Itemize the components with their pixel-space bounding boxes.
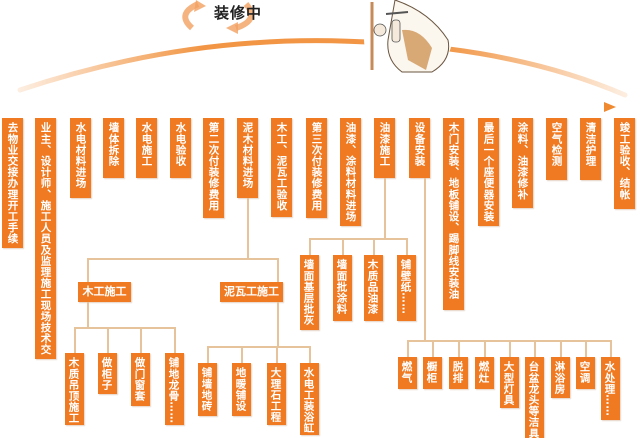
masonry-group: 泥瓦工施工 bbox=[220, 282, 283, 302]
carpentry-item: 铺地龙骨…… bbox=[164, 353, 184, 425]
equipment-item: 燃气 bbox=[397, 357, 417, 389]
header-graphics bbox=[10, 0, 628, 112]
process-step: 空气检测 bbox=[545, 118, 567, 180]
process-step: 木工、泥瓦工验收 bbox=[270, 118, 292, 217]
connector-line bbox=[458, 340, 460, 357]
connector-line bbox=[309, 238, 311, 255]
connector-line bbox=[560, 340, 562, 357]
equipment-item: 台盆龙头等洁具 bbox=[524, 357, 544, 438]
connector-line bbox=[406, 238, 408, 255]
connector-line bbox=[241, 346, 243, 363]
process-step: 清洁护理 bbox=[579, 118, 601, 180]
connector-line bbox=[432, 340, 434, 357]
cycle-arrows-icon bbox=[182, 0, 255, 34]
masonry-item: 地暖铺设 bbox=[231, 363, 251, 416]
connector-line bbox=[509, 340, 511, 357]
process-step: 设备安装 bbox=[408, 118, 430, 178]
connector-line bbox=[87, 302, 89, 327]
connector-line bbox=[87, 258, 89, 282]
masonry-item: 大理石工程 bbox=[266, 363, 286, 425]
process-step: 涂料、油漆修补 bbox=[511, 118, 533, 208]
connector-line bbox=[174, 327, 176, 353]
carpentry-group: 木工施工 bbox=[78, 282, 131, 302]
process-step: 木门安装、地板铺设、踢脚线安装油漆 bbox=[442, 118, 464, 310]
connector-line bbox=[342, 238, 344, 255]
process-step: 油漆施工 bbox=[373, 118, 395, 178]
equipment-item: 水处理…… bbox=[600, 357, 620, 420]
connector-line bbox=[484, 340, 486, 357]
connector-line bbox=[277, 302, 279, 346]
process-step: 第二次付装修费用 bbox=[202, 118, 224, 218]
diagram-title: 装修中 bbox=[214, 4, 263, 22]
process-step: 业主、设计师、施工人员及监理施工现场技术交底 bbox=[34, 118, 56, 359]
painting-item: 铺壁纸…… bbox=[396, 255, 416, 321]
process-step: 水电材料进场 bbox=[69, 118, 91, 198]
process-step: 墙体拆除 bbox=[102, 118, 124, 178]
painting-item: 木质品油漆 bbox=[363, 255, 383, 321]
painting-item: 墙面基层批灰 bbox=[299, 255, 319, 330]
connector-line bbox=[74, 327, 76, 353]
process-step: 泥木材料进场 bbox=[236, 118, 258, 198]
worker-with-hammer-illustration bbox=[364, 0, 452, 74]
carpentry-item: 木质吊顶施工 bbox=[64, 353, 84, 425]
process-step: 第三次付装修费用 bbox=[305, 118, 327, 218]
equipment-item: 橱柜 bbox=[422, 357, 442, 389]
painting-item: 墙面批涂料 bbox=[332, 255, 352, 321]
connector-line bbox=[373, 238, 375, 255]
process-step: 油漆、涂料材料进场 bbox=[339, 118, 361, 226]
masonry-item: 水电工装浴缸 bbox=[299, 363, 319, 435]
connector-line bbox=[140, 327, 142, 353]
carpentry-item: 做门窗套 bbox=[130, 353, 150, 406]
connector-line bbox=[207, 346, 209, 363]
equipment-item: 淋浴房 bbox=[550, 357, 570, 398]
connector-line bbox=[424, 178, 426, 340]
equipment-item: 大型灯具 bbox=[499, 357, 519, 408]
connector-line bbox=[107, 327, 109, 353]
connector-line bbox=[309, 346, 311, 363]
progress-arc bbox=[17, 38, 628, 98]
process-step: 最后一个座便器安装 bbox=[477, 118, 499, 226]
connector-line bbox=[384, 178, 386, 238]
masonry-item: 铺墙地砖 bbox=[197, 363, 217, 416]
connector-line bbox=[207, 346, 310, 348]
process-step: 水电验收 bbox=[169, 118, 191, 178]
connector-line bbox=[407, 340, 409, 357]
equipment-item: 空调 bbox=[575, 357, 595, 389]
connector-line bbox=[276, 346, 278, 363]
connector-line bbox=[309, 238, 407, 240]
carpentry-item: 做柜子 bbox=[97, 353, 117, 394]
connector-line bbox=[585, 340, 587, 357]
process-step: 水电施工 bbox=[135, 118, 157, 178]
connector-line bbox=[74, 327, 175, 329]
connector-line bbox=[277, 258, 279, 282]
connector-line bbox=[87, 258, 278, 260]
process-step: 竣工验收、结帐 bbox=[613, 118, 635, 209]
connector-line bbox=[534, 340, 536, 357]
process-step: 去物业交接办理开工手续 bbox=[1, 118, 23, 248]
connector-line bbox=[247, 198, 249, 258]
equipment-item: 燃灶 bbox=[474, 357, 494, 389]
connector-line bbox=[610, 340, 612, 357]
equipment-item: 脱排 bbox=[448, 357, 468, 389]
